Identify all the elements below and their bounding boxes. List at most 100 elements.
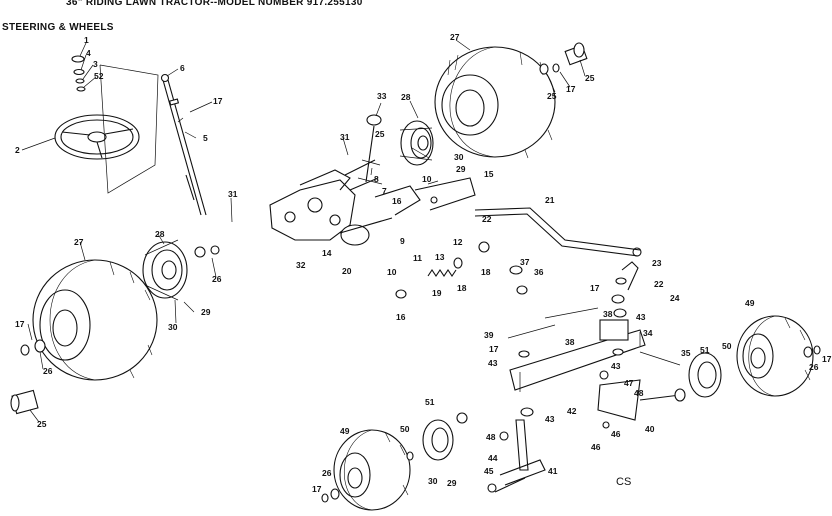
- callout: 48: [634, 388, 644, 398]
- callout: 26: [809, 362, 819, 372]
- callout: 9: [400, 236, 405, 246]
- spindle-right: [597, 370, 681, 429]
- callout: 42: [567, 406, 577, 416]
- callout: 29: [447, 478, 457, 488]
- callout: 46: [591, 442, 601, 452]
- callout: 25: [547, 91, 557, 101]
- callout: 50: [722, 341, 732, 351]
- callout: 47: [624, 378, 634, 388]
- callout: 34: [643, 328, 653, 338]
- callout: 10: [422, 174, 432, 184]
- callout: 18: [457, 283, 467, 293]
- wheel-tire-front-left: [321, 412, 468, 511]
- callout: 35: [681, 348, 691, 358]
- callout: 4: [86, 48, 91, 58]
- callout: 44: [488, 453, 498, 463]
- spindle-arm: [611, 261, 639, 304]
- steering-wheel: [54, 55, 159, 194]
- callout-labels: 1 4 3 52 6 2 17 5 33 31 31 25 28 30 29 2…: [15, 32, 832, 494]
- callout: 43: [488, 358, 498, 368]
- callout: 38: [565, 337, 575, 347]
- callout: 17: [566, 84, 576, 94]
- callout: 49: [340, 426, 350, 436]
- shift-lever: [357, 114, 383, 185]
- wheel-tire-front-right: [674, 315, 821, 402]
- callout: 17: [15, 319, 25, 329]
- callout: 43: [636, 312, 646, 322]
- callout: 30: [454, 152, 464, 162]
- callout: 27: [450, 32, 460, 42]
- callout: 30: [428, 476, 438, 486]
- callout: 26: [43, 366, 53, 376]
- callout: 41: [548, 466, 558, 476]
- callout: 52: [94, 71, 104, 81]
- callout: 7: [382, 186, 387, 196]
- callout: 36: [534, 267, 544, 277]
- spring-and-bolts: [395, 241, 528, 299]
- callout: 22: [654, 279, 664, 289]
- callout: 32: [296, 260, 306, 270]
- callout: 28: [155, 229, 165, 239]
- callout: 23: [652, 258, 662, 268]
- axle-bushing-top: [539, 42, 588, 75]
- callout: 17: [590, 283, 600, 293]
- callout: 13: [435, 252, 445, 262]
- callout: 27: [74, 237, 84, 247]
- callout: 6: [180, 63, 185, 73]
- steering-gear-assembly: [269, 159, 476, 246]
- wheel-tire-top: [399, 46, 556, 166]
- callout: 25: [37, 419, 47, 429]
- callout: 17: [312, 484, 322, 494]
- callout: 45: [484, 466, 494, 476]
- callout: 43: [545, 414, 555, 424]
- callout: 18: [481, 267, 491, 277]
- section-heading: STEERING & WHEELS: [2, 22, 114, 33]
- callout: 25: [375, 129, 385, 139]
- callout: 22: [482, 214, 492, 224]
- callout: 29: [456, 164, 466, 174]
- callout: 49: [745, 298, 755, 308]
- callout: 17: [213, 96, 223, 106]
- callout: 14: [322, 248, 332, 258]
- callout: 48: [486, 432, 496, 442]
- front-axle: [507, 307, 681, 417]
- spindle-left: [487, 419, 546, 493]
- callout: 17: [489, 344, 499, 354]
- callout: 20: [342, 266, 352, 276]
- callout: 1: [84, 35, 89, 45]
- leader-lines: [21, 39, 586, 423]
- callout: 29: [201, 307, 211, 317]
- callout: 11: [413, 253, 422, 263]
- callout: 43: [611, 361, 621, 371]
- callout: 40: [645, 424, 655, 434]
- callout: 24: [670, 293, 680, 303]
- callout: 31: [228, 189, 238, 199]
- callout: 16: [392, 196, 402, 206]
- callout: 51: [425, 397, 435, 407]
- callout: 3: [93, 59, 98, 69]
- callout: 8: [374, 174, 379, 184]
- callout: 30: [168, 322, 178, 332]
- callout: 17: [822, 354, 832, 364]
- callout: 51: [700, 345, 710, 355]
- callout: 16: [396, 312, 406, 322]
- callout: 19: [432, 288, 442, 298]
- drag-link: [474, 207, 642, 257]
- callout: 46: [611, 429, 621, 439]
- callout: 31: [340, 132, 350, 142]
- callout: 39: [484, 330, 494, 340]
- callout: 21: [545, 195, 555, 205]
- callout: 38: [603, 309, 613, 319]
- callout: 37: [520, 257, 530, 267]
- wheel-tire-left: [10, 239, 220, 415]
- diagram-code: CS: [616, 476, 632, 488]
- callout: 25: [585, 73, 595, 83]
- callout: 33: [377, 91, 387, 101]
- diagram-title: 36" RIDING LAWN TRACTOR--MODEL NUMBER 91…: [66, 0, 363, 8]
- callout: 12: [453, 237, 463, 247]
- callout: 10: [387, 267, 397, 277]
- callout: 50: [400, 424, 410, 434]
- callout: 26: [212, 274, 222, 284]
- callout: 2: [15, 145, 20, 155]
